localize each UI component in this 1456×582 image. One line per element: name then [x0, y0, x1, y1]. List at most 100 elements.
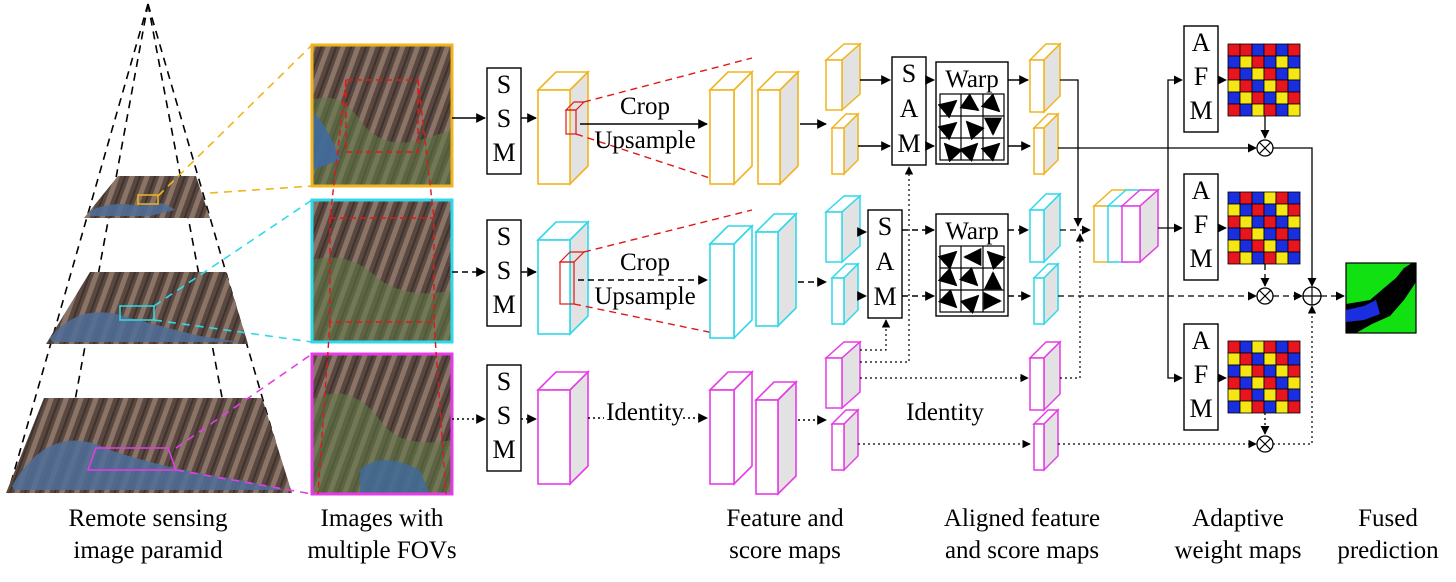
sam-box-2: S A M [867, 209, 903, 319]
weight-cell [1275, 191, 1289, 205]
weight-cell [1287, 340, 1301, 354]
sam-letter: M [897, 129, 920, 158]
weight-cell [1239, 340, 1253, 354]
ssm-letter: S [497, 222, 511, 251]
weight-cell [1227, 340, 1241, 354]
weight-cell [1263, 43, 1277, 57]
weight-cell [1263, 364, 1277, 378]
weight-map-3 [1227, 340, 1301, 414]
fused-prediction-map [1345, 262, 1417, 334]
weight-cell [1227, 388, 1241, 402]
weight-cell [1239, 55, 1253, 69]
ssm-letter: M [492, 290, 515, 319]
weight-cell [1275, 340, 1289, 354]
weight-cell [1227, 251, 1241, 265]
caption-images: Images with multiple FOVs [307, 505, 456, 564]
identity-label: Identity [606, 399, 684, 426]
aligned-maps-yellow [1028, 42, 1062, 176]
sam-letter: A [876, 247, 895, 276]
weight-cell [1227, 364, 1241, 378]
weight-cell [1287, 91, 1301, 105]
weight-cell [1251, 239, 1265, 253]
weight-cell [1263, 340, 1277, 354]
image-tile-magenta [310, 352, 454, 496]
weight-cell [1275, 376, 1289, 390]
weight-cell [1251, 67, 1265, 81]
weight-cell [1239, 67, 1253, 81]
weight-cell [1275, 388, 1289, 402]
caption-line: Images with [321, 505, 444, 532]
weight-cell [1227, 400, 1241, 414]
weight-cell [1227, 79, 1241, 93]
ssm-letter: S [497, 256, 511, 285]
circled-plus-icon [1302, 286, 1322, 306]
weight-cell [1275, 55, 1289, 69]
pyramid-level-bottom [6, 398, 292, 493]
weight-cell [1251, 103, 1265, 117]
weight-cell [1227, 352, 1241, 366]
weight-cell [1263, 388, 1277, 402]
weight-cell [1251, 191, 1265, 205]
concatenated-features [1092, 188, 1160, 264]
weight-cell [1227, 215, 1241, 229]
caption-line: multiple FOVs [307, 537, 456, 564]
weight-cell [1251, 340, 1265, 354]
weight-cell [1239, 388, 1253, 402]
upsampled-feature-magenta [708, 370, 798, 496]
weight-cell [1251, 364, 1265, 378]
afm-letter: A [1192, 28, 1211, 57]
caption-line: weight maps [1174, 537, 1301, 564]
weight-cell [1263, 191, 1277, 205]
weight-cell [1239, 191, 1253, 205]
upsampled-feature-yellow [708, 70, 800, 186]
feature-map-cyan-1 [536, 220, 590, 336]
feature-map-magenta-1 [536, 370, 590, 486]
weight-cell [1263, 203, 1277, 217]
pyramid-level-mid [46, 272, 248, 344]
weight-cell [1239, 79, 1253, 93]
caption-line: Remote sensing [68, 505, 228, 532]
ssm-letter: S [497, 70, 511, 99]
caption-line: and score maps [945, 537, 1099, 564]
weight-map-2 [1227, 191, 1301, 265]
weight-cell [1287, 239, 1301, 253]
weight-cell [1287, 103, 1301, 117]
upsample-label: Upsample [594, 127, 695, 154]
weight-cell [1287, 388, 1301, 402]
weight-cell [1287, 251, 1301, 265]
weight-cell [1287, 79, 1301, 93]
weight-cell [1251, 203, 1265, 217]
caption-pyramid: Remote sensing image paramid [68, 505, 228, 564]
weight-cell [1227, 227, 1241, 241]
small-maps-cyan [824, 194, 862, 326]
weight-cell [1239, 364, 1253, 378]
ssm-letter: S [497, 401, 511, 430]
weight-cell [1251, 91, 1265, 105]
weight-cell [1239, 91, 1253, 105]
weight-cell [1239, 203, 1253, 217]
ssm-box-1: S S M [486, 67, 522, 175]
weight-cell [1239, 376, 1253, 390]
sam-box-1: S A M [891, 56, 927, 166]
weight-cell [1287, 227, 1301, 241]
ssm-box-3: S S M [486, 364, 522, 472]
afm-box-1: A F M [1183, 25, 1219, 133]
caption-line: Fused [1358, 505, 1418, 532]
weight-cell [1239, 215, 1253, 229]
caption-line: Feature and [726, 505, 844, 532]
weight-cell [1287, 67, 1301, 81]
weight-cell [1227, 191, 1241, 205]
weight-cell [1275, 203, 1289, 217]
weight-cell [1275, 400, 1289, 414]
weight-cell [1287, 352, 1301, 366]
weight-cell [1287, 43, 1301, 57]
sam-letter: S [878, 212, 892, 241]
warp-box-1: Warp [935, 61, 1009, 165]
flow-arrows [937, 93, 1003, 163]
weight-cell [1287, 376, 1301, 390]
weight-cell [1275, 79, 1289, 93]
sam-letter: A [900, 94, 919, 123]
caption-fused: Fused prediction [1337, 505, 1439, 564]
upsample-label: Upsample [594, 283, 695, 310]
weight-cell [1227, 376, 1241, 390]
